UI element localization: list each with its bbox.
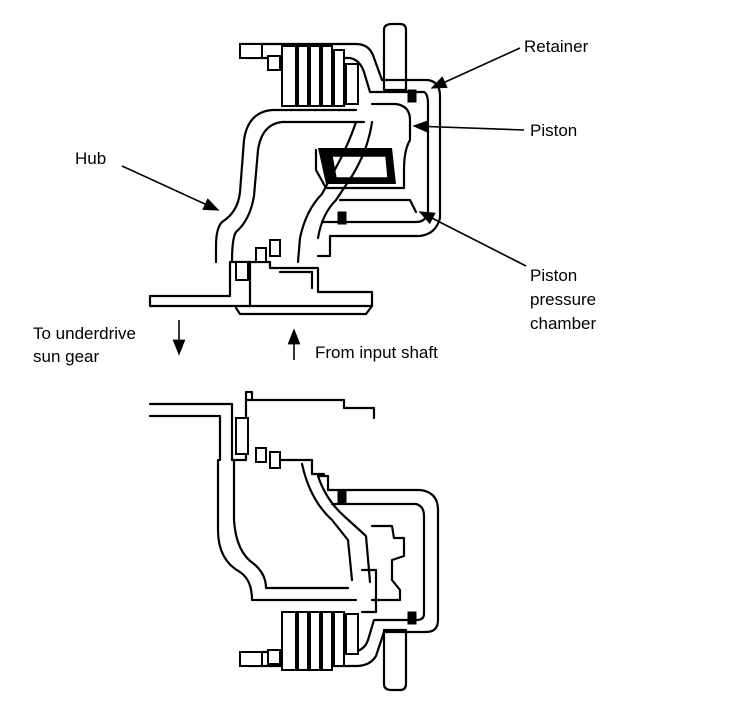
upper-clutch-section	[148, 22, 442, 316]
piston-pressure-chamber-label: Piston pressure chamber	[530, 266, 597, 333]
upper-clutch-plates	[267, 45, 359, 107]
to-underdrive-sun-gear-label: To underdrive sun gear	[33, 324, 137, 366]
piston-leader	[412, 120, 525, 133]
lower-clutch-plates	[239, 611, 359, 671]
lower-piston	[370, 524, 406, 602]
retainer-label: Retainer	[524, 37, 589, 56]
from-input-shaft-label: From input shaft	[315, 343, 438, 362]
retainer-leader	[430, 47, 521, 89]
hub-leader	[121, 165, 220, 211]
lower-input-tower	[382, 628, 408, 692]
upper-piston	[314, 102, 412, 190]
lower-clutch-section	[148, 390, 440, 692]
piston-label: Piston	[530, 121, 578, 140]
callout-lines	[121, 47, 527, 360]
upper-hub	[214, 108, 358, 264]
upper-input-tower	[382, 22, 408, 92]
hub-label: Hub	[75, 149, 107, 168]
lower-hub	[216, 458, 358, 602]
lower-retainer	[246, 474, 440, 668]
pressure-chamber-leader	[418, 211, 527, 267]
